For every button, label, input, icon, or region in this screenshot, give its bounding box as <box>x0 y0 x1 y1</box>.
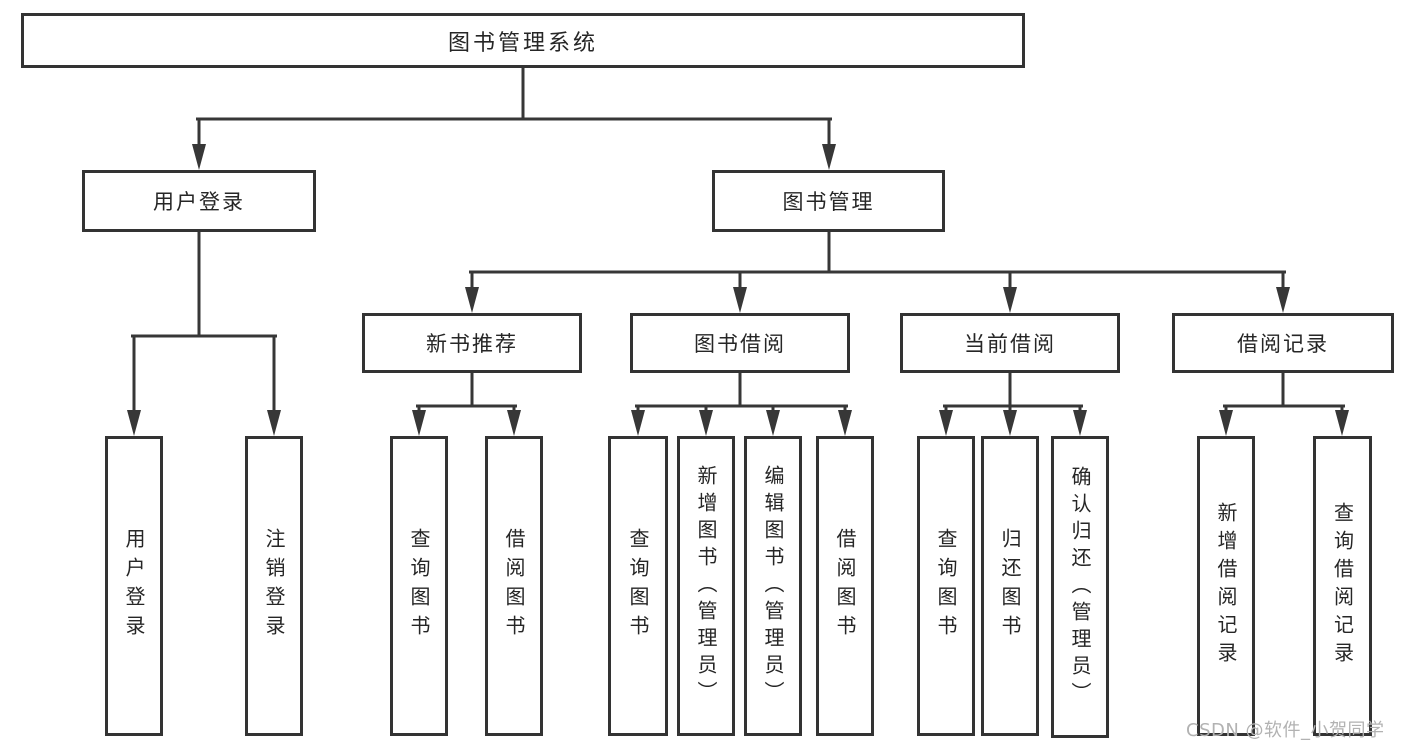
connector-bookmgmt-level3 <box>469 230 1286 297</box>
connector-root-level2 <box>196 66 832 154</box>
leaf-user-login: 用户登录 <box>105 436 163 736</box>
connector-records-leaves <box>1223 371 1345 420</box>
leaf-edit-book-admin: 编辑图书（管理员） <box>744 436 802 736</box>
node-root: 图书管理系统 <box>21 13 1025 68</box>
leaf-current-query-books-label: 查询图书 <box>934 528 958 644</box>
leaf-return-books: 归还图书 <box>981 436 1039 736</box>
leaf-confirm-return-admin-label: 确认归还（管理员） <box>1068 465 1092 709</box>
node-borrow-records-label: 借阅记录 <box>1237 332 1329 356</box>
node-book-management: 图书管理 <box>712 170 945 232</box>
node-root-label: 图书管理系统 <box>447 30 598 56</box>
node-user-login-label: 用户登录 <box>153 190 245 214</box>
node-book-borrow-label: 图书借阅 <box>694 332 786 356</box>
leaf-borrow-borrow-books-label: 借阅图书 <box>833 528 857 644</box>
node-user-login: 用户登录 <box>82 170 316 232</box>
leaf-newbook-borrow-books-label: 借阅图书 <box>502 528 526 644</box>
leaf-query-borrow-record-label: 查询借阅记录 <box>1330 502 1355 670</box>
leaf-newbook-query-books: 查询图书 <box>390 436 448 736</box>
leaf-borrow-query-books-label: 查询图书 <box>626 528 650 644</box>
leaf-logout-login: 注销登录 <box>245 436 303 736</box>
leaf-confirm-return-admin: 确认归还（管理员） <box>1051 436 1109 738</box>
connector-userlogin-leaves <box>131 230 277 420</box>
node-new-book-recommend: 新书推荐 <box>362 313 582 373</box>
watermark: CSDN @软件_小贺同学 <box>1186 720 1385 741</box>
leaf-borrow-borrow-books: 借阅图书 <box>816 436 874 736</box>
node-current-borrow-label: 当前借阅 <box>964 332 1056 356</box>
leaf-logout-login-label: 注销登录 <box>262 528 286 644</box>
arrowheads <box>127 144 1349 436</box>
leaf-current-query-books: 查询图书 <box>917 436 975 736</box>
node-book-borrow: 图书借阅 <box>630 313 850 373</box>
leaf-borrow-query-books: 查询图书 <box>608 436 668 736</box>
node-borrow-records: 借阅记录 <box>1172 313 1394 373</box>
leaf-add-borrow-record: 新增借阅记录 <box>1197 436 1255 736</box>
connector-bookborrow-leaves <box>635 371 848 420</box>
leaf-newbook-borrow-books: 借阅图书 <box>485 436 543 736</box>
leaf-add-book-admin: 新增图书（管理员） <box>677 436 735 736</box>
leaf-newbook-query-books-label: 查询图书 <box>407 528 431 644</box>
leaf-query-borrow-record: 查询借阅记录 <box>1313 436 1372 736</box>
connector-newbook-leaves <box>416 371 517 420</box>
node-book-management-label: 图书管理 <box>782 190 875 214</box>
node-new-book-recommend-label: 新书推荐 <box>426 332 518 356</box>
leaf-user-login-label: 用户登录 <box>122 528 146 644</box>
leaf-add-borrow-record-label: 新增借阅记录 <box>1214 502 1238 670</box>
leaf-edit-book-admin-label: 编辑图书（管理员） <box>761 464 785 708</box>
leaf-return-books-label: 归还图书 <box>998 528 1022 644</box>
leaf-add-book-admin-label: 新增图书（管理员） <box>694 464 718 708</box>
node-current-borrow: 当前借阅 <box>900 313 1120 373</box>
